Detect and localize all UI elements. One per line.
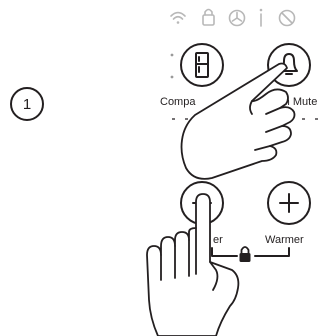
compartment-label: Compa <box>160 96 196 108</box>
wifi-icon <box>171 13 185 24</box>
no-ice-icon <box>280 11 295 26</box>
warmer-button[interactable] <box>268 182 310 224</box>
compartment-button[interactable] <box>181 44 223 86</box>
pointing-hand <box>182 64 295 179</box>
status-icons-row <box>171 9 295 26</box>
door-icon <box>196 53 208 77</box>
indicator-dot <box>171 76 174 79</box>
pressing-hand <box>147 194 238 336</box>
info-icon <box>260 9 263 26</box>
step-number: 1 <box>23 96 31 113</box>
plus-icon <box>280 194 298 212</box>
lock-bracket <box>212 247 289 262</box>
lock-icon <box>203 10 214 26</box>
fan-icon <box>230 11 245 26</box>
colder-label: er <box>213 234 223 246</box>
indicator-dot <box>171 54 174 57</box>
warmer-label: Warmer <box>265 234 304 246</box>
padlock-icon <box>240 247 251 262</box>
step-number-badge: 1 <box>11 88 43 120</box>
